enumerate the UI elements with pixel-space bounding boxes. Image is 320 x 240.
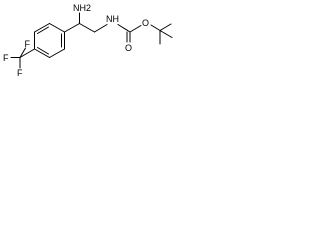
trifluoromethyl-group: F F F: [3, 39, 35, 78]
tbutyl-methyl-bond: [159, 23, 172, 31]
ch2-nh-bond: [94, 24, 108, 33]
ring-bond: [49, 48, 65, 58]
ring-to-ch-bond: [64, 23, 80, 33]
nh-carbonyl-bond: [117, 24, 131, 33]
fluorine-top-label: F: [25, 39, 31, 49]
ring-double-bond: [37, 26, 49, 34]
aminoethyl-chain: NH2 NH: [64, 3, 119, 33]
chemical-structure: F F F NH2 NH O O: [3, 3, 173, 78]
oxygen-tbutyl-bond: [150, 24, 161, 31]
ring-bond: [34, 23, 50, 33]
fluorine-bottom-label: F: [17, 68, 23, 78]
ring-double-bond: [37, 47, 49, 55]
amine-label: NH2: [73, 3, 91, 13]
phenyl-ring: [34, 23, 65, 58]
c-f-bond: [19, 47, 26, 58]
carbonyl-ester-oxygen-bond: [129, 25, 142, 33]
boc-carbamate-group: O O: [117, 18, 173, 53]
tbutyl-methyl-bond: [159, 30, 173, 38]
ch-ch2-bond: [79, 23, 95, 33]
carbamate-nh-label: NH: [106, 14, 119, 24]
ring-bond: [49, 23, 65, 33]
carbonyl-oxygen-label: O: [125, 43, 132, 53]
ring-bond: [34, 48, 50, 58]
fluorine-left-label: F: [3, 53, 9, 63]
ring-to-cf3-bond: [19, 48, 35, 58]
ester-oxygen-label: O: [142, 18, 149, 28]
